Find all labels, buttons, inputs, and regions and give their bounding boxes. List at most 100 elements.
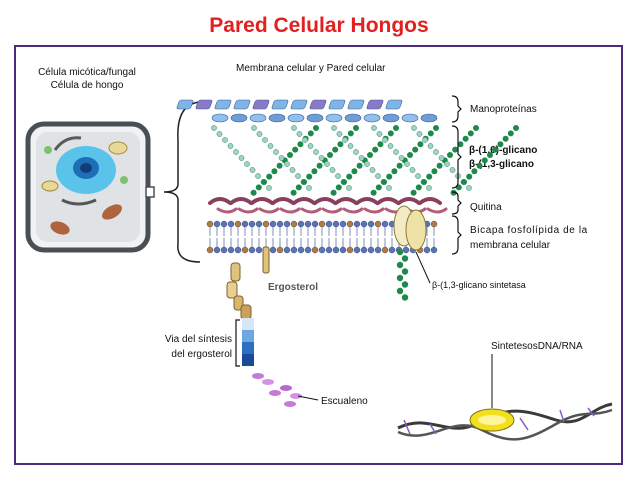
lipid-head xyxy=(430,220,438,228)
glucan-bead xyxy=(427,143,434,149)
glucan-bead xyxy=(331,125,337,131)
cell-heading-line2: Célula de hongo xyxy=(50,80,124,91)
lipid-head xyxy=(311,246,319,254)
glucan-bead xyxy=(427,130,434,137)
lipid-head xyxy=(360,246,368,254)
glucan-bead xyxy=(370,189,377,196)
glucan-bead xyxy=(407,152,413,158)
ergosterol-chain xyxy=(226,246,270,320)
glucan-bead xyxy=(353,149,359,155)
lipid-head xyxy=(318,220,326,228)
glucan-bead xyxy=(216,131,223,137)
glucan-bead xyxy=(401,255,409,262)
glucan-bead xyxy=(410,189,417,196)
lipid-head xyxy=(346,220,354,228)
glucan-bead xyxy=(372,146,379,153)
label-pathway-line2: del ergosterol xyxy=(171,349,232,360)
glucan-bead xyxy=(416,131,423,137)
glucan-bead xyxy=(324,161,330,167)
glucan-bead xyxy=(211,125,217,131)
lipid-head xyxy=(255,246,263,254)
lipid-head xyxy=(297,220,305,228)
glucan-bead xyxy=(367,152,373,158)
glucan-bead xyxy=(396,248,404,256)
glucan-bead xyxy=(376,131,383,137)
glucan-bead xyxy=(444,161,450,167)
glucan-bead xyxy=(450,189,457,196)
mannoprotein xyxy=(363,113,381,123)
glucan-bead xyxy=(431,168,438,175)
glucan-bead xyxy=(356,162,363,169)
lipid-head xyxy=(304,220,312,228)
glucan-bead xyxy=(273,149,279,155)
lipid-head xyxy=(339,246,347,254)
mannoprotein xyxy=(385,99,403,110)
glucan-bead xyxy=(386,185,392,191)
glucan-bead xyxy=(256,131,263,137)
glucan-bead xyxy=(369,167,376,173)
glucan-bead xyxy=(330,189,337,196)
lipid-head xyxy=(213,220,221,228)
glucan-bead xyxy=(447,152,453,158)
glucan-bead xyxy=(316,162,323,169)
mannoprotein xyxy=(401,113,419,123)
glucan-bead xyxy=(335,184,342,191)
glucan-bead xyxy=(421,179,427,185)
chitin-fiber xyxy=(271,197,295,205)
glucan-bead xyxy=(426,185,432,191)
lipid-head xyxy=(269,220,277,228)
glucan-bead xyxy=(295,184,302,191)
glucan-bead xyxy=(266,173,273,180)
glucan-bead xyxy=(426,173,433,180)
mannoprotein xyxy=(290,99,308,110)
glucan-bead xyxy=(337,141,344,148)
glucan-bead xyxy=(346,173,353,180)
label-bilayer-line1: Bicapa fosfolípida de la xyxy=(470,225,588,236)
glucan-bead xyxy=(396,274,404,282)
chitin-fiber xyxy=(208,197,232,205)
glucan-bead xyxy=(307,130,314,137)
mannoprotein xyxy=(344,113,362,123)
glucan-bead xyxy=(227,143,234,149)
lipid-head xyxy=(234,220,242,228)
lipid-head xyxy=(248,220,256,228)
lipid-head xyxy=(206,246,214,254)
mannoprotein xyxy=(328,99,346,110)
glucan-bead xyxy=(502,135,509,142)
chitin-fiber xyxy=(342,207,364,214)
lipid-head xyxy=(353,246,361,254)
glucan-bead xyxy=(306,173,313,180)
glucan-bead xyxy=(381,179,387,185)
glucan-bead xyxy=(462,135,469,142)
glucan-bead xyxy=(329,167,336,173)
synthase-pointer xyxy=(415,251,431,284)
glucan-bead xyxy=(415,184,422,191)
glucan-bead xyxy=(341,179,347,185)
lipid-head xyxy=(353,220,361,228)
lipid-head xyxy=(213,246,221,254)
glucan-bead xyxy=(417,141,424,148)
lipid-head xyxy=(430,246,438,254)
lipid-head xyxy=(297,246,305,254)
glucan-bead xyxy=(375,173,381,179)
mannoprotein xyxy=(306,113,324,123)
mannoprotein xyxy=(287,113,305,123)
lipid-head xyxy=(206,220,214,228)
glucan-bead xyxy=(289,167,296,173)
lipid-head xyxy=(332,246,340,254)
chitin-fiber xyxy=(279,207,301,214)
mannoprotein xyxy=(176,99,194,110)
glucan-bead xyxy=(409,167,416,173)
glucan-bead xyxy=(297,141,304,148)
mannoprotein xyxy=(271,99,289,110)
glucan-bead xyxy=(342,137,348,143)
label-pathway-line1: Via del síntesis xyxy=(164,334,232,345)
glucan-bead xyxy=(481,157,488,164)
lipid-head xyxy=(311,220,319,228)
glucan-bead xyxy=(347,143,354,149)
lipid-head xyxy=(374,246,382,254)
glucan-bead xyxy=(251,125,257,131)
mannoprotein xyxy=(347,99,365,110)
label-manoproteinas: Manoproteínas xyxy=(470,104,537,115)
chitin-fiber xyxy=(321,207,343,214)
